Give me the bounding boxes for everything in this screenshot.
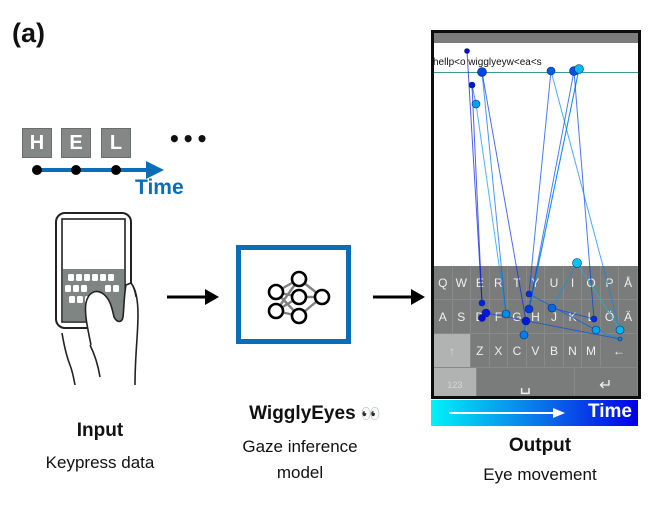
eyes-emoji-icon: 👀 <box>360 406 381 423</box>
time-gradient-bar: Time <box>431 400 638 426</box>
gaze-saccade-line <box>528 293 597 331</box>
arrow-input-to-model-icon <box>167 289 219 305</box>
text-baseline <box>434 72 638 73</box>
keypress-sequence: H E L ••• Time <box>0 0 220 210</box>
model-subtitle-line: Gaze inference <box>242 437 358 456</box>
gaze-scanpath <box>464 48 625 342</box>
gaze-saccade-line <box>551 262 578 309</box>
hand-holding-phone-icon <box>55 212 139 386</box>
gaze-saccade-line <box>528 70 575 310</box>
keyboard-key: E <box>471 266 490 300</box>
keyboard-key: 123 <box>434 368 477 396</box>
gaze-saccade-line <box>550 70 621 331</box>
gaze-saccade-line <box>576 262 621 331</box>
keyboard-key: R <box>489 266 509 300</box>
gaze-fixation-point <box>524 304 534 314</box>
gaze-fixation-point <box>478 299 486 307</box>
time-bar-label: Time <box>587 401 632 422</box>
gaze-fixation-point <box>547 303 557 313</box>
keyboard-row-4: 123␣↵ <box>434 368 638 396</box>
gaze-saccade-line <box>471 84 483 304</box>
gaze-fixation-point <box>468 81 476 89</box>
gaze-saccade-line <box>481 71 527 322</box>
model-subtitle: Gaze inference model <box>210 434 390 486</box>
keyboard-key: W <box>452 266 472 300</box>
keyboard-key: S <box>452 300 472 334</box>
keyboard-key: N <box>563 334 583 368</box>
neural-network-icon <box>267 270 331 325</box>
keyboard-key: B <box>545 334 564 368</box>
output-title: Output <box>508 435 572 456</box>
gaze-saccade-line <box>466 50 483 304</box>
typed-text: hellp<o wigglyeyw<ea<s <box>433 57 542 68</box>
gaze-fixation-point <box>464 48 470 54</box>
timeline-dot <box>111 165 121 175</box>
gaze-fixation-point <box>471 99 481 109</box>
keyboard-key: T <box>508 266 527 300</box>
keyboard-key: Z <box>471 334 490 368</box>
timeline-arrow-icon <box>32 161 164 179</box>
key-box-e: E <box>61 128 91 158</box>
keyboard-key: J <box>545 300 564 334</box>
keyboard-key: X <box>489 334 509 368</box>
gaze-saccade-line <box>528 68 580 310</box>
keyboard-key: U <box>545 266 564 300</box>
arrow-model-to-output-icon <box>373 289 425 305</box>
gaze-fixation-point <box>574 64 584 74</box>
keyboard-key: Y <box>526 266 546 300</box>
keyboard-key: Ö <box>600 300 620 334</box>
gaze-fixation-point <box>591 325 601 335</box>
ellipsis: ••• <box>168 127 210 151</box>
gaze-fixation-point <box>590 315 598 323</box>
keyboard-key: Å <box>619 266 638 300</box>
keyboard-key: I <box>563 266 583 300</box>
keyboard-key: P <box>600 266 620 300</box>
gaze-saccade-line <box>481 71 507 315</box>
phone-screen: hellp<o wigglyeyw<ea<s QWERTYUIOPÅ ASDFG… <box>431 30 641 399</box>
time-arrow-icon <box>449 408 565 418</box>
gaze-fixation-point <box>615 325 625 335</box>
input-title: Input <box>76 420 124 441</box>
gaze-fixation-point <box>521 316 531 326</box>
keyboard-key: H <box>526 300 546 334</box>
gaze-saccade-line <box>528 70 552 295</box>
output-subtitle: Eye movement <box>483 465 597 484</box>
gaze-fixation-point <box>501 309 511 319</box>
keyboard-key: Ä <box>619 300 638 334</box>
input-subtitle: Keypress data <box>45 453 155 472</box>
gaze-saccade-line <box>475 103 507 315</box>
keyboard-key: C <box>508 334 527 368</box>
keyboard-key: ↑ <box>434 334 472 368</box>
timeline-dot <box>32 165 42 175</box>
model-title: WigglyEyes 👀 <box>210 403 420 425</box>
keyboard-key: M <box>582 334 601 368</box>
gaze-fixation-point <box>525 290 533 298</box>
gaze-fixation-point <box>546 66 556 76</box>
keyboard-key: A <box>434 300 453 334</box>
keyboard-key: Q <box>434 266 453 300</box>
panel-label: (a) <box>12 18 45 48</box>
gaze-fixation-point <box>572 258 582 268</box>
keyboard-key: ␣ <box>477 368 575 396</box>
model-name: WigglyEyes <box>249 403 356 424</box>
gaze-fixation-point <box>519 330 529 340</box>
keyboard-key: V <box>526 334 546 368</box>
keyboard-key: ↵ <box>575 368 638 396</box>
model-box <box>236 245 351 344</box>
status-bar <box>434 33 638 43</box>
keyboard-key: K <box>563 300 583 334</box>
model-subtitle-line: model <box>276 463 324 482</box>
timeline-dot <box>71 165 81 175</box>
gaze-fixation-point <box>617 336 623 342</box>
gaze-fixation-point <box>477 67 487 77</box>
gaze-fixation-point <box>478 314 486 322</box>
keyboard-key: ← <box>600 334 638 368</box>
key-box-h: H <box>22 128 52 158</box>
timeline-time-label: Time <box>135 176 184 199</box>
key-box-l: L <box>101 128 131 158</box>
